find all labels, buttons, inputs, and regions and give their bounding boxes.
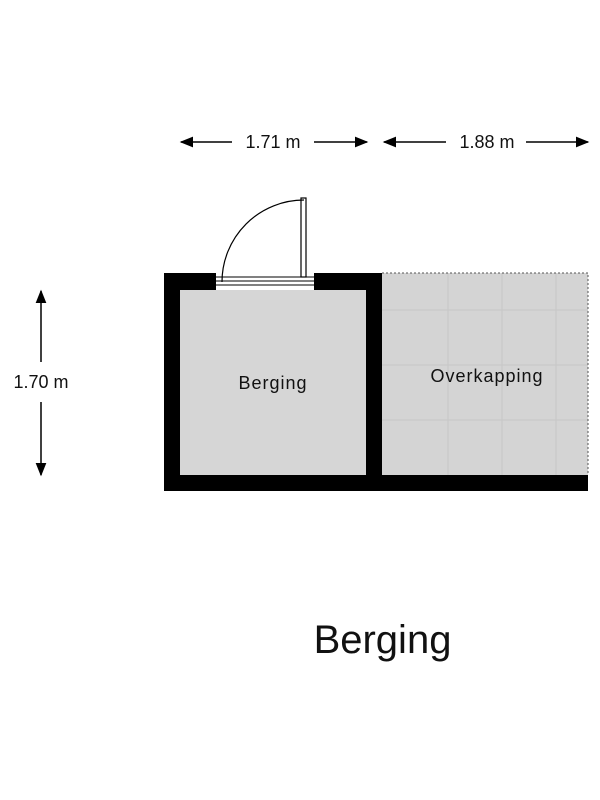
dimension-height: 1.70 m	[13, 289, 69, 477]
door	[216, 197, 314, 286]
dimension-width-right-label: 1.88 m	[459, 132, 514, 152]
storage-floor	[180, 290, 366, 475]
door-swing-arc	[221, 199, 305, 283]
room-label-storage: Berging	[238, 373, 307, 393]
canopy-outline	[382, 272, 589, 475]
canopy-tile-grid	[382, 273, 588, 475]
plan-title: Berging	[313, 618, 452, 662]
dimension-width-right: 1.88 m	[382, 132, 590, 152]
dimension-width-left: 1.71 m	[179, 132, 369, 152]
storage-room	[164, 273, 588, 491]
room-label-canopy: Overkapping	[430, 366, 543, 386]
canopy-floor	[382, 273, 588, 475]
dimension-width-left-label: 1.71 m	[245, 132, 300, 152]
wall-left	[164, 273, 180, 491]
wall-top-left	[164, 273, 216, 290]
canopy-area	[382, 272, 589, 475]
wall-bottom	[164, 475, 588, 491]
dimension-height-label: 1.70 m	[13, 372, 68, 392]
wall-top-right	[314, 273, 382, 290]
door-leaf	[300, 197, 307, 278]
wall-middle	[366, 273, 382, 491]
